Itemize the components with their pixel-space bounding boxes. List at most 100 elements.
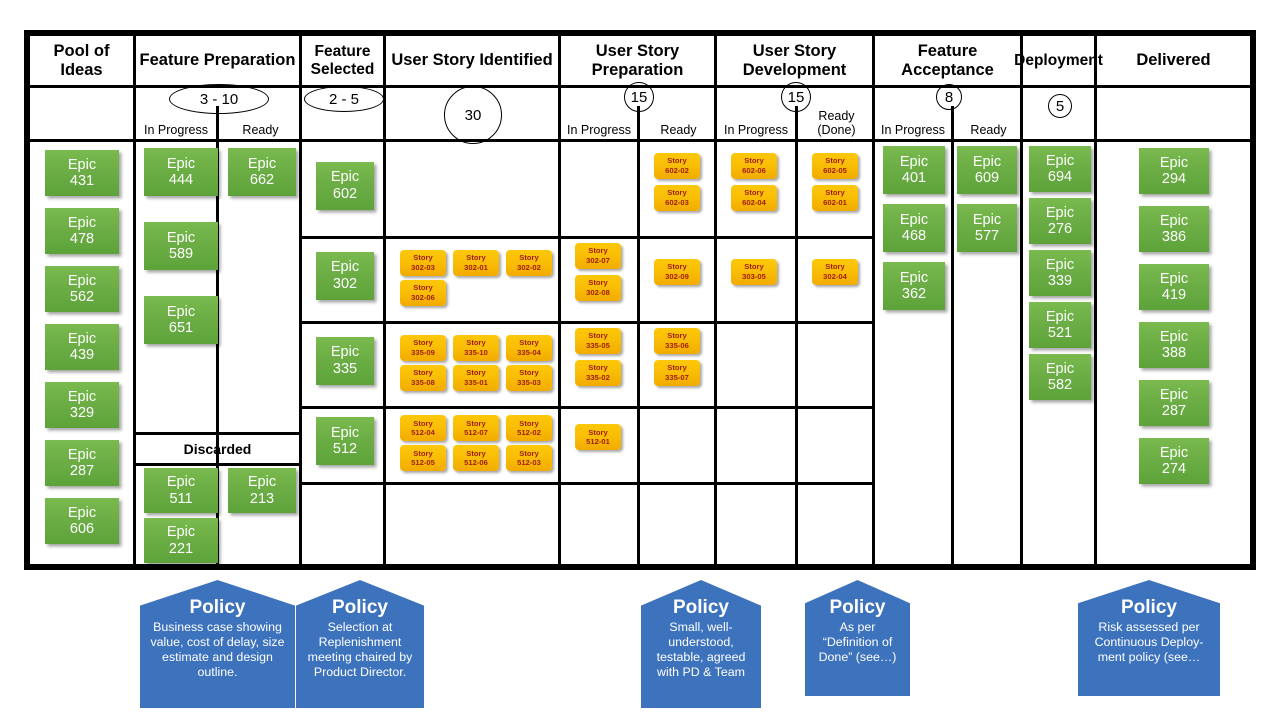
column-header-depl: Deployment bbox=[1014, 36, 1103, 88]
wip-band-fsel: 2 - 5 bbox=[302, 86, 384, 142]
sublane-divider-lanes-usprep bbox=[637, 142, 640, 564]
sublane-label-facc-1: Ready bbox=[970, 122, 1007, 137]
discarded-label: Discarded bbox=[183, 441, 252, 457]
lane-separator-usdev-3 bbox=[717, 405, 872, 409]
lane-separator-usdev-4 bbox=[717, 481, 872, 485]
wip-limit-usprep: 15 bbox=[624, 82, 654, 112]
column-header-pool: Pool of Ideas bbox=[30, 36, 133, 88]
column-header-facc: Feature Acceptance bbox=[875, 36, 1020, 88]
wip-band-depl: 5 bbox=[1023, 88, 1094, 142]
wip-limit-facc: 8 bbox=[936, 84, 962, 110]
column-header-usid: User Story Identified bbox=[386, 36, 558, 88]
sublane-divider-lanes-usdev bbox=[795, 142, 798, 564]
sublane-label-fprep-0: In Progress bbox=[144, 122, 208, 137]
policy-title: Policy bbox=[673, 597, 729, 618]
column-header-usprep: User Story Preparation bbox=[561, 36, 714, 88]
wip-limit-depl: 5 bbox=[1048, 94, 1072, 118]
column-header-deliv: Delivered bbox=[1097, 36, 1250, 88]
lane-separator-usdev-2 bbox=[717, 320, 872, 324]
policy-title: Policy bbox=[332, 597, 388, 618]
